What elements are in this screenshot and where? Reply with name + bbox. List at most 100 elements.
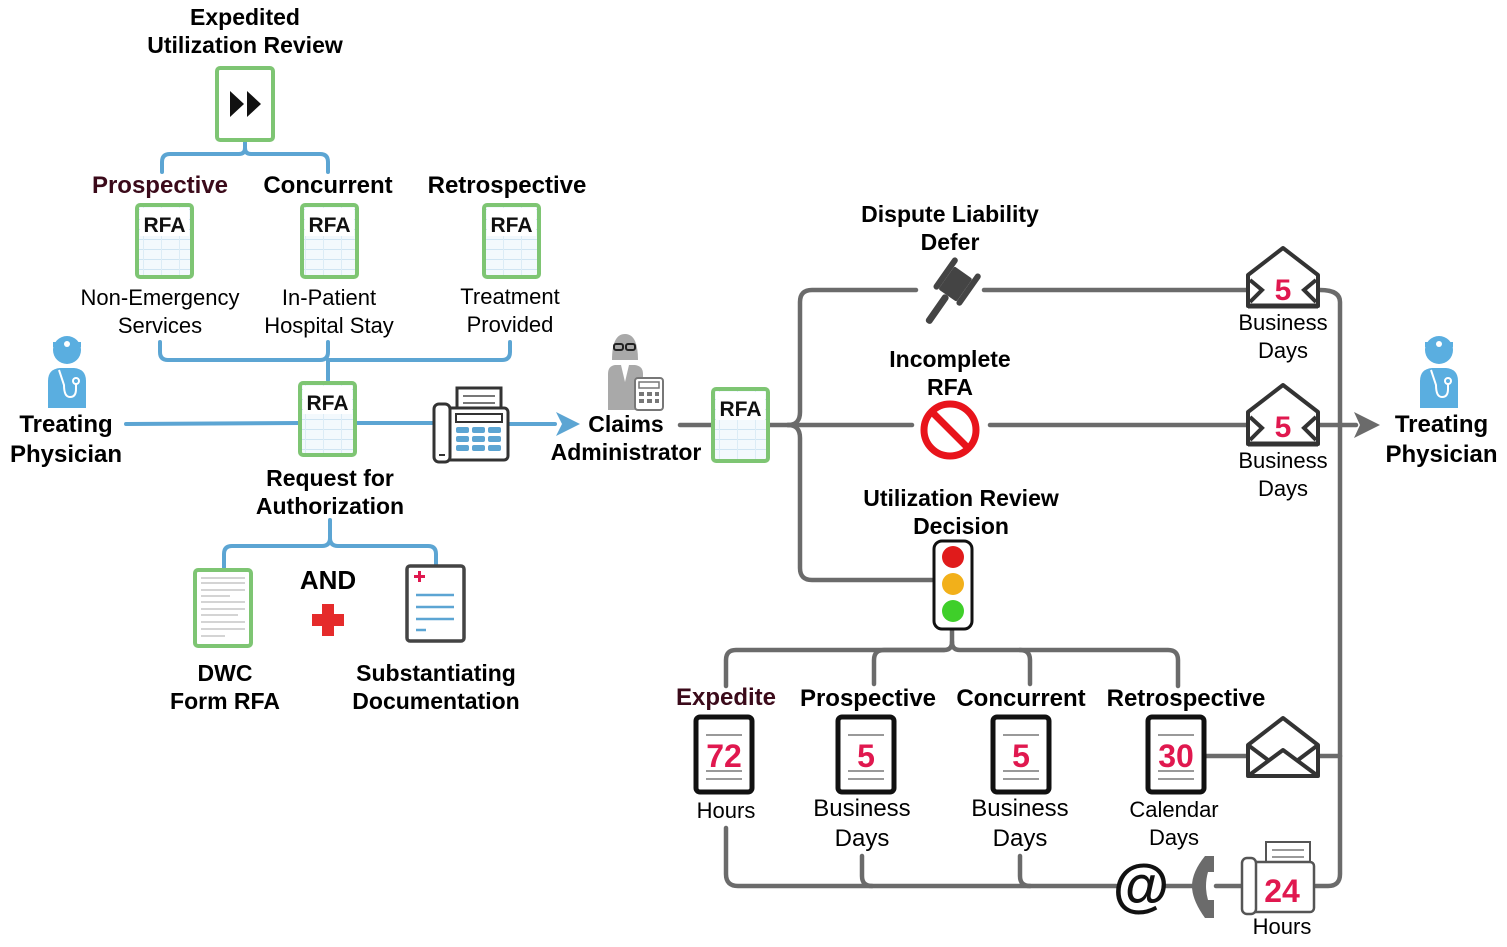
desc-line: Hospital Stay (264, 313, 394, 338)
label-line: Utilization Review (863, 485, 1059, 511)
ur-deadline-prospective: Prospective (799, 685, 937, 712)
label-line: Treating (19, 411, 113, 438)
rfa-document-icon: RFA (482, 203, 541, 279)
ur-deadline-concurrent: Concurrent (956, 685, 1086, 712)
arrow-to-physician-icon (1354, 412, 1380, 438)
label-line: DWC (197, 660, 253, 686)
rfa-document-icon: RFA (711, 387, 770, 463)
review-type-retrospective: Retrospective (427, 172, 587, 199)
svg-text:5: 5 (857, 738, 875, 774)
label-line: Authorization (255, 493, 405, 519)
prohibited-icon (920, 400, 980, 460)
deadline-unit-label: Business Days (1223, 309, 1343, 365)
label-line: Days (1148, 825, 1200, 850)
deadline-unit-label: Business Days (1223, 447, 1343, 503)
svg-text:5: 5 (1275, 274, 1292, 307)
desc-line: Treatment (460, 284, 560, 309)
arrow-to-claims-icon (556, 412, 580, 436)
review-type-prospective: Prospective (91, 172, 229, 199)
phone-icon (1192, 856, 1214, 918)
desc-line: Provided (466, 312, 554, 337)
treating-physician-right: Treating Physician (1376, 410, 1507, 470)
title-line: Utilization Review (147, 32, 343, 58)
label-line: Substantiating (356, 660, 516, 686)
label-line: Documentation (352, 688, 520, 714)
label-line: Request for (266, 465, 394, 491)
label-line: Days (1257, 476, 1309, 501)
request-for-authorization-label: Request for Authorization (230, 464, 430, 520)
svg-text:5: 5 (1275, 411, 1292, 444)
label-line: Administrator (550, 439, 702, 465)
ur-deadline-retrospective: Retrospective (1106, 685, 1266, 712)
calendar-tablet-icon: 30 (1145, 714, 1207, 795)
svg-text:RFA: RFA (144, 214, 186, 237)
svg-text:RFA: RFA (720, 398, 762, 421)
svg-text:24: 24 (1264, 873, 1300, 909)
claims-administrator-icon (608, 334, 664, 411)
fax-machine-icon (432, 386, 510, 464)
review-type-description: Non-Emergency Services (60, 284, 260, 340)
deadline-unit-label: Calendar Days (1114, 796, 1234, 852)
fax-deadline-unit: Hours (1252, 914, 1312, 939)
dwc-form-label: DWC Form RFA (150, 659, 300, 715)
review-type-concurrent: Concurrent (263, 172, 393, 199)
deadline-unit-label: Business Days (802, 794, 922, 854)
label-line: Physician (9, 441, 123, 468)
treating-physician-left: Treating Physician (0, 410, 132, 470)
doctor-icon (48, 336, 86, 408)
deadline-unit-label: Business Days (960, 794, 1080, 854)
ur-deadline-expedite: Expedite (675, 684, 777, 711)
label-line: Physician (1385, 441, 1498, 468)
fax-deadline-icon: 24 (1240, 841, 1316, 916)
expedited-review-title: Expedited Utilization Review (120, 3, 370, 59)
branch-incomplete-rfa-title: Incomplete RFA (860, 345, 1040, 401)
fast-forward-icon (215, 66, 275, 142)
label-line: Days (1257, 338, 1309, 363)
label-line: Business (813, 795, 911, 822)
desc-line: Non-Emergency (80, 285, 240, 310)
dwc-form-icon (193, 568, 253, 648)
svg-text:5: 5 (1012, 738, 1030, 774)
blue-connectors (124, 138, 557, 570)
desc-line: In-Patient (281, 285, 377, 310)
label-line: Days (834, 825, 890, 852)
label-line: RFA (927, 374, 973, 400)
label-line: Business (1238, 310, 1328, 335)
calendar-tablet-icon: 5 (990, 714, 1052, 795)
email-icon: @ (1113, 853, 1170, 918)
label-line: Dispute Liability (861, 201, 1039, 227)
review-type-description: In-Patient Hospital Stay (240, 284, 418, 340)
traffic-light-icon (932, 539, 974, 631)
svg-text:RFA: RFA (307, 392, 349, 415)
label-line: Treating (1394, 411, 1489, 438)
rfa-document-icon: RFA (135, 203, 194, 279)
gray-connectors (677, 287, 1359, 889)
label-line: Business (971, 795, 1069, 822)
calendar-tablet-icon: 72 (693, 714, 755, 795)
plus-icon (312, 604, 344, 636)
calendar-tablet-icon: 5 (835, 714, 897, 795)
desc-line: Services (117, 313, 203, 338)
claims-administrator-label: Claims Administrator (548, 410, 704, 466)
branch-dispute-liability-title: Dispute Liability Defer (840, 200, 1060, 256)
branch-ur-decision-title: Utilization Review Decision (840, 484, 1082, 540)
envelope-icon (1246, 716, 1320, 778)
and-label: AND (299, 565, 357, 595)
review-type-description: Treatment Provided (430, 283, 590, 339)
label-line: Decision (913, 513, 1009, 539)
doctor-icon (1420, 336, 1458, 408)
title-line: Expedited (190, 4, 300, 30)
label-line: Form RFA (170, 688, 280, 714)
svg-text:72: 72 (706, 738, 742, 774)
label-line: Days (992, 825, 1048, 852)
label-line: Business (1238, 448, 1328, 473)
gavel-icon (925, 257, 981, 324)
label-line: Calendar (1129, 797, 1219, 822)
label-line: Incomplete (889, 346, 1011, 372)
svg-text:RFA: RFA (309, 214, 351, 237)
substantiating-document-icon (405, 564, 466, 643)
rfa-document-icon: RFA (298, 381, 357, 457)
label-line: Defer (920, 229, 980, 255)
substantiating-documentation-label: Substantiating Documentation (336, 659, 536, 715)
